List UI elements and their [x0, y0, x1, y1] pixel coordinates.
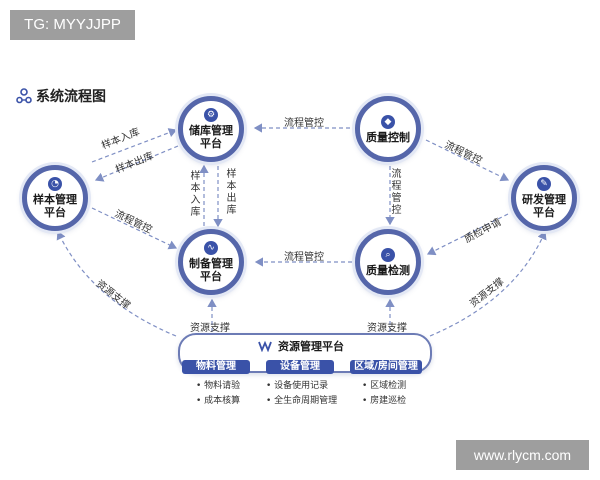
- list-item: 物料请验: [196, 379, 240, 394]
- section-material-management: 物料管理: [182, 360, 250, 374]
- section-equipment-management: 设备管理: [266, 360, 334, 374]
- arrow-rnd-to-qt: [426, 213, 509, 256]
- resource-platform-title: 资源管理平台: [258, 338, 344, 354]
- edge-label-platform-to-qt: 资源支撑: [367, 323, 407, 334]
- resource-platform-label: 资源管理平台: [278, 340, 344, 353]
- title-text: 系统流程图: [36, 89, 106, 105]
- edge-label-qc-to-qt: 流程管控: [389, 168, 400, 216]
- node-rnd-platform: ✎ 研发管理 平台: [511, 165, 577, 231]
- wave-icon: [258, 340, 272, 352]
- node-quality-control: ◆ 质量控制: [355, 96, 421, 162]
- list-item: 设备使用记录: [266, 379, 337, 394]
- chart-icon: ◔: [48, 177, 62, 191]
- equipment-items: 设备使用记录 全生命周期管理: [266, 379, 337, 409]
- watermark-tag-top: TG: MYYJJPP: [10, 10, 135, 40]
- list-item: 区域检测: [362, 379, 406, 394]
- edge-label-storage-to-manuf: 样本出库: [224, 168, 235, 216]
- material-items: 物料请验 成本核算: [196, 379, 240, 409]
- pulse-icon: ∿: [204, 241, 218, 255]
- watermark-tag-bottom: www.rlycm.com: [456, 440, 589, 470]
- node-storage-platform: ⚙ 储库管理 平台: [178, 96, 244, 162]
- edge-label-platform-to-manuf: 资源支撑: [190, 323, 230, 334]
- arrow-storage-to-sample: [94, 145, 179, 182]
- area-room-items: 区域检测 房建巡检: [362, 379, 406, 409]
- node-sample-platform: ◔ 样本管理 平台: [22, 165, 88, 231]
- arrow-sample-to-manuf: [91, 207, 178, 250]
- section-area-room-management: 区域/房间管理: [350, 360, 422, 374]
- edge-label-manuf-to-storage: 样本入库: [188, 170, 199, 218]
- node-rnd-label: 研发管理 平台: [522, 193, 566, 219]
- arrow-qc-to-rnd: [425, 139, 510, 182]
- edge-label-qt-to-manuf: 流程管控: [284, 252, 324, 263]
- node-sample-label: 样本管理 平台: [33, 193, 77, 219]
- node-manufacturing-label: 制备管理 平台: [189, 257, 233, 283]
- list-item: 房建巡检: [362, 394, 406, 409]
- arrow-sample-to-storage: [91, 128, 178, 163]
- network-icon: [16, 88, 32, 104]
- microscope-icon: ✎: [537, 177, 551, 191]
- arrow-platform-to-rnd: [429, 230, 547, 337]
- edge-label-qc-to-storage: 流程管控: [284, 118, 324, 129]
- node-quality-control-label: 质量控制: [366, 130, 410, 144]
- list-item: 全生命周期管理: [266, 394, 337, 409]
- shield-icon: ◆: [381, 114, 395, 129]
- node-quality-test: ⌕ 质量检测: [355, 229, 421, 295]
- node-quality-test-label: 质量检测: [366, 263, 410, 277]
- gear-circle-icon: ⚙: [204, 108, 218, 122]
- search-icon: ⌕: [381, 247, 395, 262]
- diagram-title: 系统流程图: [16, 86, 106, 106]
- node-manufacturing-platform: ∿ 制备管理 平台: [178, 229, 244, 295]
- node-storage-label: 储库管理 平台: [189, 124, 233, 150]
- arrow-platform-to-sample: [56, 230, 177, 337]
- list-item: 成本核算: [196, 394, 240, 409]
